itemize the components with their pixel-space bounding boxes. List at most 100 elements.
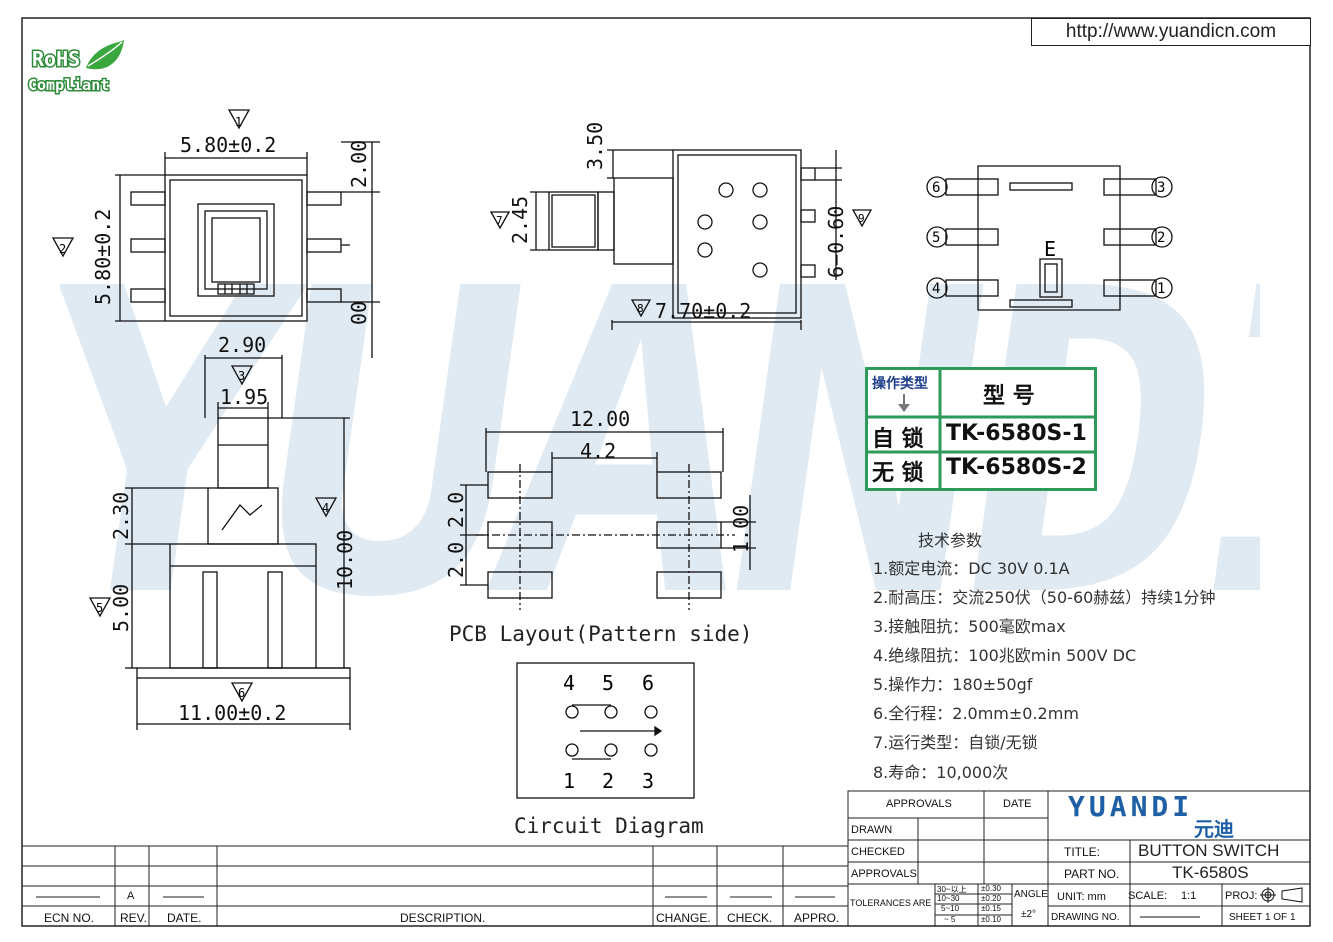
marker-2: 2 [59,242,66,256]
tol-range: 10~30 [937,894,960,903]
marker-5: 5 [96,601,103,615]
projection-icon [1260,887,1303,903]
website-url[interactable]: http://www.yuandicn.com [1031,18,1311,46]
marker-8: 8 [637,302,644,315]
front-view [88,355,351,730]
header-model: 型 号 [983,384,1035,409]
yuandi-logo-text: YUANDI [1068,792,1193,823]
row1-type: 自 锁 [872,427,924,452]
row1-model: TK-6580S-1 [946,421,1087,446]
spec-item: 5.操作力：180±50gf [873,675,1033,694]
rev-a: A [127,890,135,902]
model-table-grid [868,370,1094,488]
revision-block-lines [22,845,848,926]
specs-title: 技术参数 [918,531,983,550]
pcb-dim-1-00: 1.00 [729,505,753,553]
title-block-lines [847,790,1311,927]
circuit-label: Circuit Diagram [514,814,704,838]
rev-header-description: DESCRIPTION. [400,911,486,925]
tb-sheet: SHEET 1 OF 1 [1229,912,1296,923]
circuit-diagram [516,662,695,799]
pcb-layout-label: PCB Layout(Pattern side) [449,622,752,646]
yuandi-logo: YUANDI 元迪 [1068,792,1234,838]
tb-drawing-no: DRAWING NO. [1051,912,1120,923]
dim-00: 00 [347,301,371,325]
dim-2-90: 2.90 [218,333,266,357]
spec-item: 8.寿命：10,000次 [873,763,1009,782]
tol-value: ±0.10 [981,915,1001,924]
spec-item: 3.接触阻抗：500毫欧max [873,617,1066,636]
pcb-dim-12: 12.00 [570,407,630,431]
yuandi-logo-cn: 元迪 [1194,817,1234,838]
model-table: 操作类型 型 号 自 锁 TK-6580S-1 无 锁 TK-6580S-2 [865,367,1097,491]
header-type: 操作类型 [872,376,928,392]
pin-4: 4 [932,281,940,297]
tb-checked: CHECKED [851,846,905,858]
tol-value: ±0.30 [981,884,1001,893]
rev-header-rev: REV. [120,911,147,925]
pin-3: 3 [1157,180,1165,196]
circuit-pin-6: 6 [642,671,654,695]
tb-unit: UNIT: mm [1057,891,1106,903]
dim-width-top: 5.80±0.2 [180,133,276,157]
tb-scale-label: SCALE: [1128,890,1168,902]
rev-header-check: CHECK. [727,911,773,925]
arrow-down-icon [898,404,910,412]
row2-model: TK-6580S-2 [946,455,1087,480]
tol-value: ±0.15 [981,904,1001,913]
top-view [51,109,380,358]
pcb-layout [460,428,756,610]
dim-1-95: 1.95 [220,385,268,409]
circuit-pin-2: 2 [602,769,614,793]
marker-9: 9 [858,212,865,225]
tb-scale-value: 1:1 [1181,890,1197,902]
pin-view [926,165,1173,311]
marker-4: 4 [322,501,329,515]
dim-10-00: 10.00 [333,530,357,590]
rev-header-date: DATE. [167,911,202,925]
tb-approvals: APPROVALS [886,798,952,810]
dim-11-00: 11.00±0.2 [178,701,286,725]
rohs-logo: RoHS Compliant [27,40,124,96]
marker-1: 1 [235,115,242,129]
tb-title-label: TITLE: [1064,845,1101,859]
pin-5: 5 [932,230,940,246]
spec-item: 7.运行类型：自锁/无锁 [873,733,1038,752]
pcb-dim-2-0b: 2.0 [444,542,468,578]
side-view [489,149,873,330]
tb-approvals2: APPROVALS [851,868,917,880]
circuit-pin-3: 3 [642,769,654,793]
tol-value: ±0.20 [981,894,1001,903]
rohs-compliant-text: Compliant [28,76,109,94]
tol-range: 30~以上 [937,885,967,894]
tb-proj: PROJ: [1225,890,1258,902]
spec-item: 2.耐高压：交流250伏（50-60赫兹）持续1分钟 [873,588,1216,607]
dim-7-70: 7.70±0.2 [655,299,751,323]
marker-6: 6 [238,686,245,700]
row2-type: 无 锁 [872,461,924,486]
marker-7: 7 [496,214,503,227]
tb-part-label: PART NO. [1064,867,1120,881]
rohs-text: RoHS [32,47,80,71]
spec-item: 4.绝缘阻抗：100兆欧min 500V DC [873,646,1137,665]
dim-5-00: 5.00 [109,584,133,632]
dim-0-60: 6−0.60 [824,206,848,278]
circuit-pin-4: 4 [563,671,575,695]
tb-angle: ANGLE [1014,889,1048,900]
pin-e-label: E [1044,237,1056,261]
drawing-no-blank [1140,916,1200,918]
spec-item: 1.额定电流：DC 30V 0.1A [873,559,1070,578]
circuit-pin-5: 5 [602,671,614,695]
pin-6: 6 [932,180,940,196]
tb-part-value: TK-6580S [1172,863,1249,882]
tol-range: 5~10 [941,904,960,913]
pcb-dim-4-2: 4.2 [580,439,616,463]
spec-item: 6.全行程：2.0mm±0.2mm [873,704,1079,723]
marker-3: 3 [238,369,245,383]
pin-2: 2 [1157,230,1165,246]
pin-1: 1 [1157,281,1165,297]
dim-2-30: 2.30 [109,492,133,540]
rev-header-ecn: ECN NO. [44,911,95,925]
rev-header-change: CHANGE. [656,911,711,925]
tb-date: DATE [1003,798,1032,810]
